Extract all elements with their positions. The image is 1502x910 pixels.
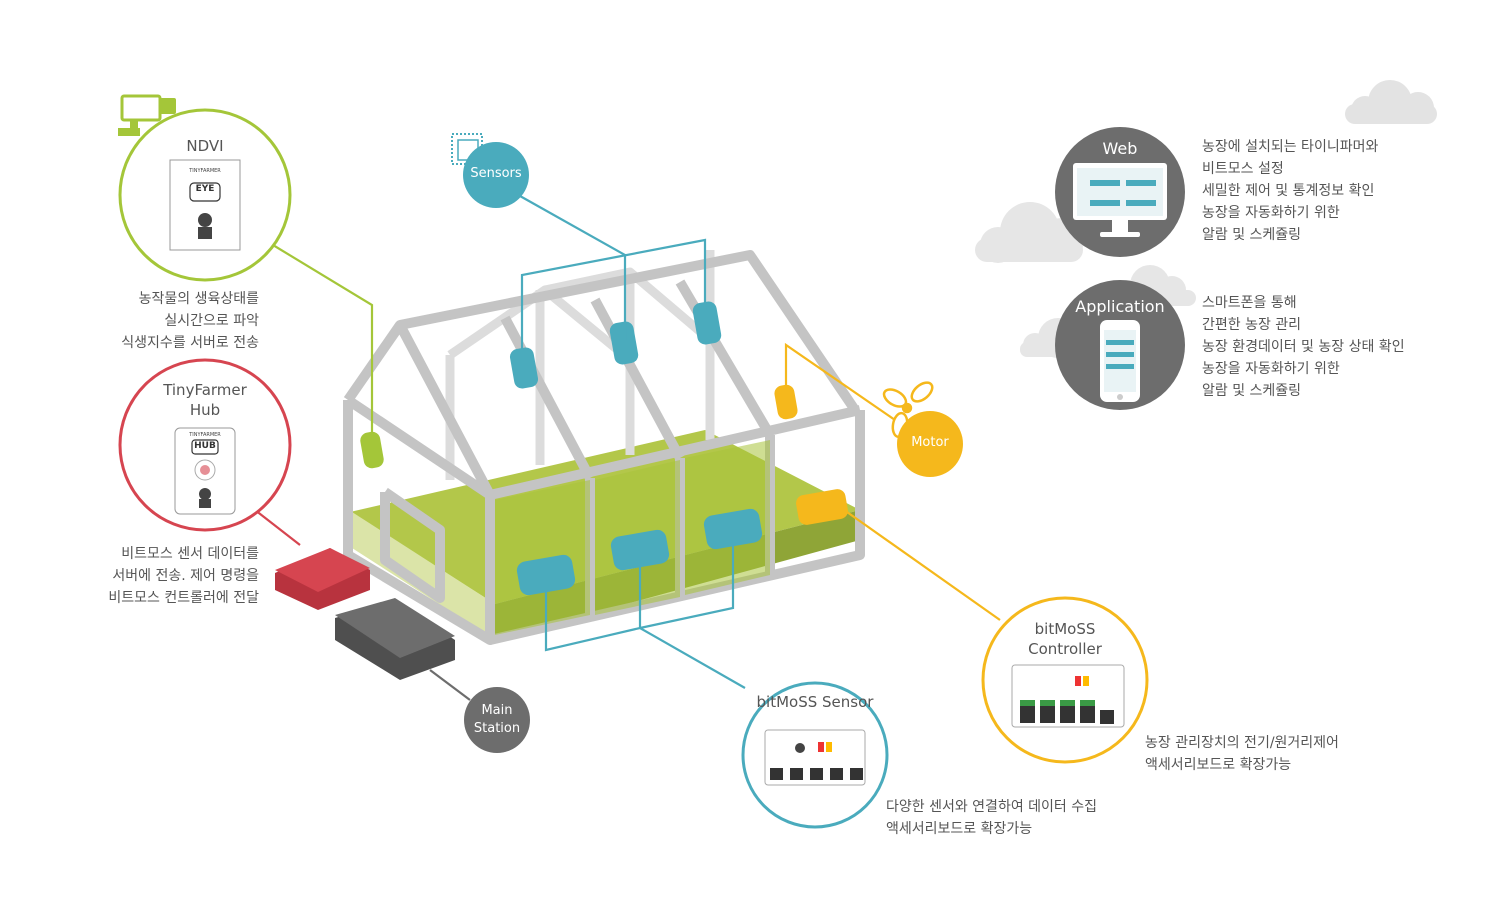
ndvi-desc-line: 식생지수를 서버로 전송 <box>121 335 259 351</box>
main-station-label: Main Station <box>464 702 530 738</box>
web-label: Web <box>1102 139 1138 158</box>
hub-desc-line: 비트모스 센서 데이터를 <box>121 546 259 562</box>
main-station-label-line: Station <box>473 721 521 736</box>
main-station-box <box>335 598 455 680</box>
monitor-icon <box>1073 163 1167 237</box>
hub-title-line: TinyFarmer <box>163 381 247 399</box>
motor-bubble[interactable] <box>897 411 963 477</box>
sensor-node <box>509 301 763 596</box>
ndvi-node <box>360 431 384 469</box>
bitmoss-sensor-title: bitMoSS Sensor <box>756 693 874 711</box>
bitmoss-controller-title: bitMoSS Controller <box>1005 619 1125 659</box>
bitmoss-controller-description: 농장 관리장치의 전기/원거리제어 액세서리보드로 확장가능 <box>1145 732 1339 776</box>
controller-node <box>796 489 848 525</box>
main-station-bubble[interactable] <box>464 687 530 753</box>
motor-label: Motor <box>911 435 949 450</box>
ndvi-description: 농작물의 생육상태를 실시간으로 파악 식생지수를 서버로 전송 <box>121 288 259 354</box>
hub-title-line: Hub <box>189 401 221 419</box>
application-desc-line: 간편한 농장 관리 <box>1202 317 1302 333</box>
hub-device <box>174 427 236 515</box>
ndvi-desc-line: 실시간으로 파악 <box>164 313 259 329</box>
application-label: Application <box>1075 297 1165 316</box>
application-desc-line: 스마트폰을 통해 <box>1202 295 1297 311</box>
hub-description: 비트모스 센서 데이터를 서버에 전송. 제어 명령을 비트모스 컨트롤러에 전… <box>108 543 259 609</box>
web-desc-line: 비트모스 설정 <box>1202 161 1284 177</box>
hub-desc-line: 비트모스 컨트롤러에 전달 <box>108 590 259 606</box>
eye-brand-label: TINYFARMER <box>189 168 221 174</box>
hub-brand-label: TINYFARMER <box>189 432 221 438</box>
ndvi-title: NDVI <box>186 137 224 155</box>
hub-box <box>275 548 370 610</box>
camera-icon <box>118 94 176 136</box>
motor-node <box>774 384 798 420</box>
bitmoss-sensor-description: 다양한 센서와 연결하여 데이터 수집 액세서리보드로 확장가능 <box>886 796 1097 840</box>
web-desc-line: 세밀한 제어 및 통계정보 확인 <box>1202 183 1375 199</box>
main-station-label-line: Main <box>481 703 513 718</box>
application-description: 스마트폰을 통해 간편한 농장 관리 농장 환경데이터 및 농장 상태 확인 농… <box>1202 292 1405 402</box>
sensors-label: Sensors <box>470 166 522 181</box>
bitmoss-controller-title-line: bitMoSS <box>1034 620 1096 638</box>
application-desc-line: 알람 및 스케쥴링 <box>1202 383 1302 399</box>
cloud-icon <box>975 202 1084 263</box>
bitmoss-sensor-board <box>764 729 866 786</box>
web-desc-line: 농장을 자동화하기 위한 <box>1202 205 1340 221</box>
eye-device-label: EYE <box>195 184 215 194</box>
ndvi-desc-line: 농작물의 생육상태를 <box>138 291 259 307</box>
web-desc-line: 농장에 설치되는 타이니파머와 <box>1202 139 1379 155</box>
application-desc-line: 농장을 자동화하기 위한 <box>1202 361 1340 377</box>
bitmoss-controller-desc-line: 농장 관리장치의 전기/원거리제어 <box>1145 735 1339 751</box>
bitmoss-controller-desc-line: 액세서리보드로 확장가능 <box>1145 757 1292 773</box>
cloud-icon <box>1345 80 1437 124</box>
web-description: 농장에 설치되는 타이니파머와 비트모스 설정 세밀한 제어 및 통계정보 확인… <box>1202 136 1378 246</box>
bitmoss-controller-title-line: Controller <box>1028 640 1102 658</box>
bitmoss-sensor-desc-line: 다양한 센서와 연결하여 데이터 수집 <box>886 799 1097 815</box>
hub-desc-line: 서버에 전송. 제어 명령을 <box>112 568 259 584</box>
smartphone-icon <box>1100 320 1140 402</box>
greenhouse <box>343 250 865 645</box>
hub-title: TinyFarmer Hub <box>145 380 265 420</box>
bitmoss-sensor-desc-line: 액세서리보드로 확장가능 <box>886 821 1033 837</box>
web-desc-line: 알람 및 스케쥴링 <box>1202 227 1302 243</box>
hub-device-label: HUB <box>194 441 216 451</box>
sensors-bubble[interactable] <box>463 142 529 208</box>
application-desc-line: 농장 환경데이터 및 농장 상태 확인 <box>1202 339 1405 355</box>
ndvi-device <box>169 159 241 251</box>
bitmoss-controller-board <box>1011 664 1125 728</box>
